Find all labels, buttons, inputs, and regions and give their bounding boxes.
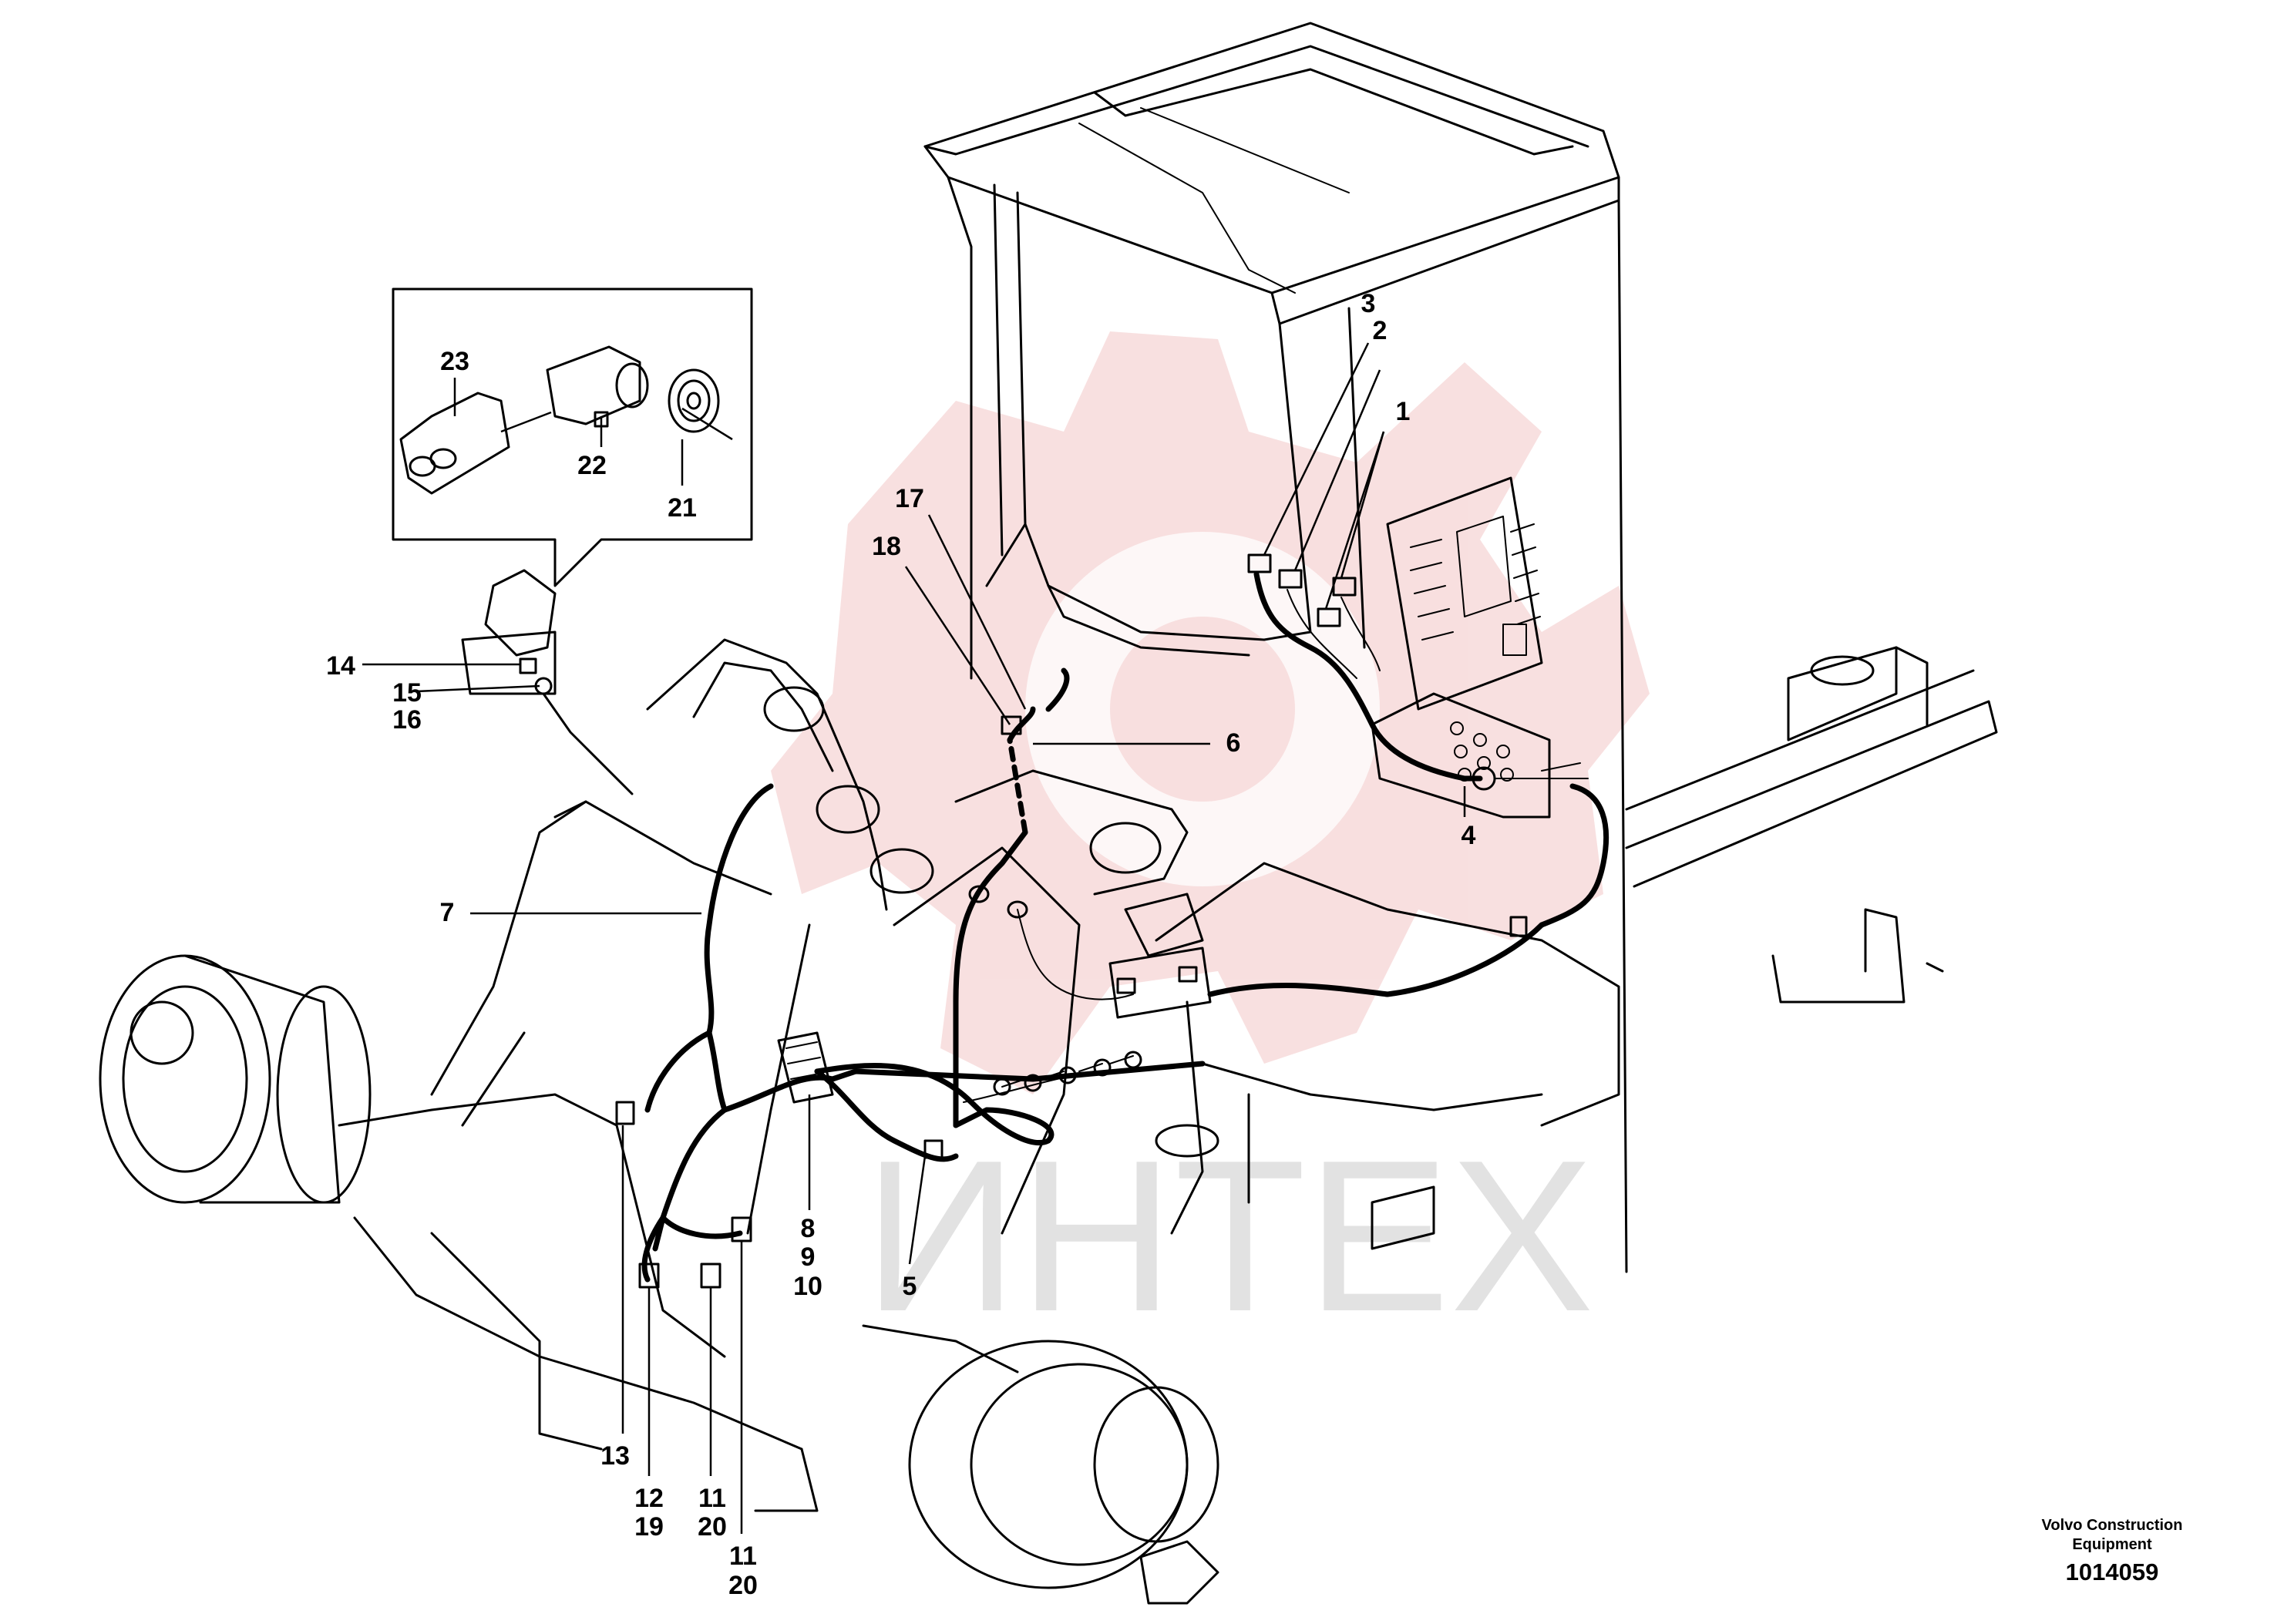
- callout-c21: 21: [668, 493, 697, 523]
- callout-c20a: 20: [698, 1512, 727, 1542]
- grommet-21: [668, 368, 720, 433]
- connector-1b: [1317, 607, 1341, 627]
- callout-c14: 14: [326, 651, 355, 681]
- connector-18: [1001, 715, 1022, 735]
- reference-number: 1014059: [2066, 1558, 2159, 1585]
- connector-2: [1278, 569, 1303, 589]
- junction-box: [777, 1031, 834, 1104]
- inset-detail: [392, 287, 753, 587]
- callout-c3: 3: [1361, 289, 1376, 318]
- callout-c11a: 11: [698, 1484, 726, 1513]
- callout-c2: 2: [1373, 316, 1388, 345]
- cab-structure: [923, 22, 1628, 1273]
- callout-labels: 1234567891011201120121913141516171821222…: [326, 289, 1475, 1600]
- callout-c17: 17: [895, 484, 924, 513]
- callout-c6: 6: [1226, 728, 1241, 758]
- callout-c23: 23: [440, 347, 469, 376]
- connector-3: [1247, 553, 1272, 573]
- callout-c16: 16: [392, 705, 422, 735]
- callout-c10: 10: [793, 1272, 822, 1301]
- callout-c18: 18: [872, 532, 901, 561]
- loader-frame: [430, 638, 1620, 1250]
- connector-11a: [700, 1263, 722, 1289]
- seal-boot-22: [546, 345, 649, 428]
- front-frame: [1625, 646, 1998, 1004]
- work-light-left: [461, 569, 634, 795]
- connector-13: [615, 1101, 635, 1125]
- callout-c9: 9: [801, 1242, 816, 1272]
- watermark-gear-logo: [771, 331, 1650, 1094]
- callout-c22: 22: [577, 451, 607, 480]
- callout-c4: 4: [1462, 821, 1476, 850]
- connector-5: [923, 1139, 944, 1159]
- callout-c13: 13: [600, 1441, 630, 1471]
- credit-line-1: Volvo Construction: [2042, 1517, 2183, 1534]
- callout-c5: 5: [903, 1272, 917, 1301]
- callout-c11b: 11: [729, 1542, 757, 1571]
- credit-line-2: Equipment: [2072, 1536, 2152, 1553]
- callout-c8: 8: [801, 1214, 816, 1243]
- callout-c15: 15: [392, 678, 422, 708]
- watermark-text: ИНТЕХ: [863, 1116, 1594, 1357]
- relay-panel: [1386, 476, 1543, 711]
- callout-c7: 7: [440, 898, 455, 927]
- callout-c20b: 20: [728, 1571, 758, 1600]
- callout-c19: 19: [634, 1512, 664, 1542]
- bulkhead-plate: [1371, 692, 1610, 928]
- work-light-right: [968, 885, 1545, 1019]
- leader-lines: [362, 342, 1466, 1534]
- wiring-harnesses: [641, 667, 1206, 1283]
- callout-c1: 1: [1396, 397, 1411, 426]
- cab-connectors: [1247, 553, 1483, 782]
- connector-housing-23: [399, 392, 510, 495]
- front-axle: [99, 954, 1219, 1605]
- callout-c12: 12: [634, 1484, 664, 1513]
